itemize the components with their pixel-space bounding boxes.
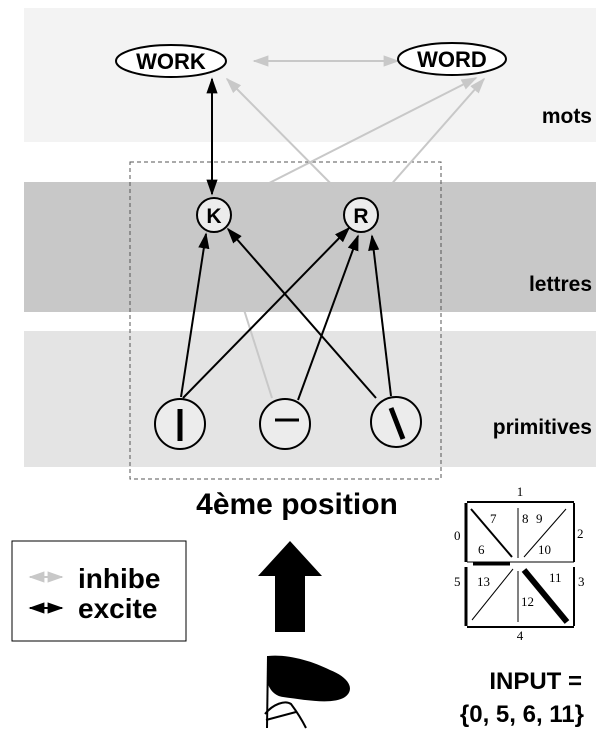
- layer-label-letters: lettres: [529, 273, 592, 296]
- link-vbar-k: [180, 232, 210, 398]
- link-vbar-r: [182, 226, 351, 399]
- node-k: K: [196, 197, 232, 233]
- input-label-line2: {0, 5, 6, 11}: [460, 701, 584, 728]
- link-hbar-r: [297, 234, 359, 401]
- node-horizontal-bar: [259, 398, 311, 450]
- link-hbar-k: [219, 232, 273, 399]
- band-primitives: [24, 331, 596, 467]
- svg-text:3: 3: [578, 574, 585, 589]
- segment-numbers: 1 0 2 7 8 9 6 10 5 3 13 11 12 4: [454, 484, 585, 643]
- svg-text:WORD: WORD: [417, 47, 487, 72]
- svg-text:10: 10: [538, 542, 551, 557]
- svg-text:11: 11: [549, 570, 562, 585]
- svg-text:K: K: [206, 205, 221, 228]
- node-vertical-bar: [154, 398, 206, 450]
- band-words: [24, 8, 596, 142]
- svg-text:12: 12: [521, 594, 534, 609]
- svg-text:13: 13: [477, 574, 490, 589]
- svg-text:9: 9: [536, 511, 543, 526]
- legend-excite-label: excite: [78, 593, 157, 624]
- svg-text:R: R: [353, 205, 368, 228]
- svg-text:5: 5: [454, 574, 461, 589]
- svg-text:6: 6: [478, 542, 485, 557]
- svg-text:WORK: WORK: [136, 49, 206, 74]
- band-letters: [24, 182, 596, 312]
- layer-label-primitives: primitives: [493, 416, 592, 439]
- svg-text:8: 8: [522, 511, 529, 526]
- excite-links: [180, 77, 392, 401]
- legend: inhibe excite: [11, 540, 187, 642]
- svg-text:1: 1: [517, 484, 524, 499]
- position-label: 4ème position: [196, 488, 398, 521]
- svg-text:7: 7: [490, 511, 497, 526]
- segment-display: [464, 501, 575, 628]
- legend-inhibit-label: inhibe: [78, 563, 160, 594]
- node-r: R: [343, 197, 379, 233]
- link-word-r: [372, 77, 486, 206]
- handwritten-input: [264, 655, 351, 729]
- svg-text:4: 4: [517, 628, 524, 643]
- node-work: WORK: [115, 44, 227, 78]
- input-label-line1: INPUT =: [489, 668, 582, 695]
- node-diagonal-bar: [370, 396, 422, 448]
- layer-label-words: mots: [542, 105, 592, 128]
- svg-text:0: 0: [454, 528, 461, 543]
- svg-text:2: 2: [577, 526, 584, 541]
- node-word: WORD: [397, 42, 507, 76]
- link-diag-r: [368, 234, 392, 397]
- up-arrow: [258, 541, 322, 632]
- inhibit-links: [219, 55, 486, 399]
- link-diag-k: [226, 227, 377, 399]
